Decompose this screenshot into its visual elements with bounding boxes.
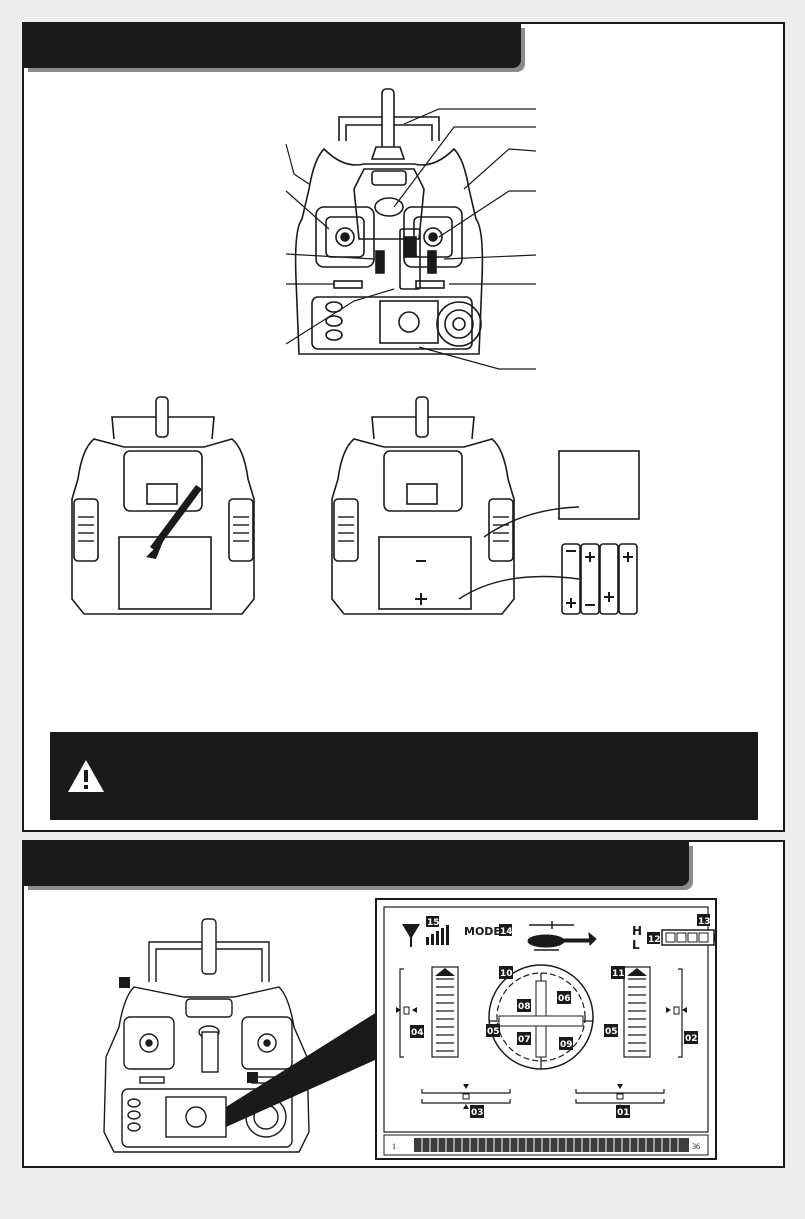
svg-text:08: 08 <box>518 1002 531 1012</box>
svg-text:15: 15 <box>427 918 440 928</box>
svg-text:10: 10 <box>500 969 513 979</box>
svg-text:36: 36 <box>692 1142 700 1151</box>
svg-text:05: 05 <box>605 1027 618 1037</box>
transmitter-small-diagram <box>103 918 404 1153</box>
svg-text:12: 12 <box>648 935 661 945</box>
mode-label: MODE1 <box>464 925 509 938</box>
svg-text:L: L <box>632 938 640 952</box>
warning-bar <box>50 732 758 820</box>
svg-text:06: 06 <box>558 994 571 1004</box>
section-header-bar <box>24 842 689 886</box>
svg-text:04: 04 <box>411 1028 424 1038</box>
svg-text:14: 14 <box>500 927 513 937</box>
svg-text:11: 11 <box>612 969 625 979</box>
svg-text:H: H <box>632 924 642 938</box>
svg-text:01: 01 <box>617 1108 630 1118</box>
svg-text:09: 09 <box>560 1040 573 1050</box>
warning-triangle-icon <box>68 760 104 792</box>
lcd-display-panel: 15 MODE1 14 H L 12 13 <box>22 840 785 1168</box>
lcd-screen-diagram: 15 MODE1 14 H L 12 13 <box>375 898 717 1160</box>
svg-text:03: 03 <box>471 1108 484 1118</box>
transmitter-front-diagram <box>285 88 537 370</box>
svg-text:07: 07 <box>518 1035 531 1045</box>
svg-text:1: 1 <box>392 1142 396 1151</box>
svg-text:13: 13 <box>698 917 711 927</box>
transmitter-overview-panel <box>22 22 785 832</box>
helicopter-icon <box>527 921 597 951</box>
battery-cover-open-diagram <box>71 396 255 615</box>
battery-insert-diagram <box>331 396 640 615</box>
section-header-bar <box>24 24 521 68</box>
svg-text:05: 05 <box>487 1027 500 1037</box>
svg-text:02: 02 <box>685 1034 698 1044</box>
